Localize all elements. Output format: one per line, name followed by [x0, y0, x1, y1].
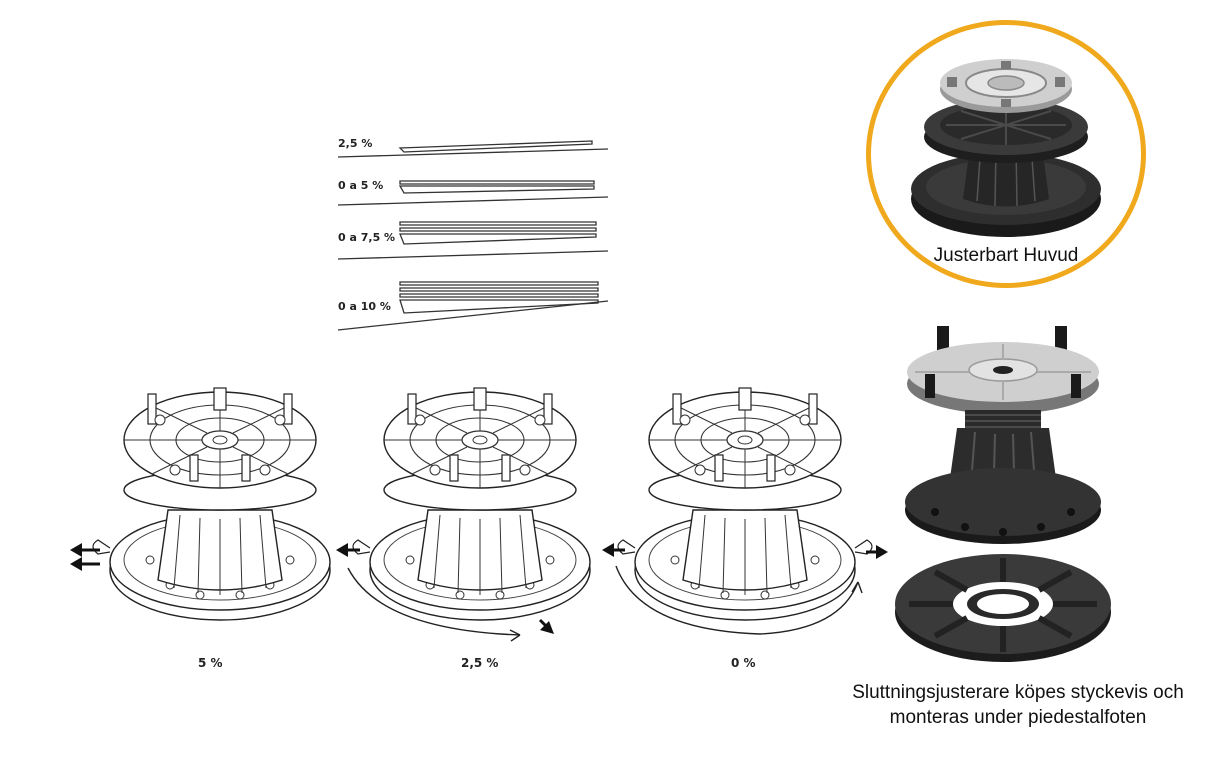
- slope-label-1: 2,5 %: [338, 137, 373, 150]
- pedestal-0-drawing: [617, 387, 873, 621]
- adjustable-head-image: [911, 59, 1101, 237]
- slope-label-2: 0 a 5 %: [338, 179, 384, 192]
- pedestal-5-drawing: [92, 387, 331, 621]
- product-caption: Sluttningsjusterare köpes styckevis och …: [812, 680, 1224, 730]
- slope-label-3: 0 a 7,5 %: [338, 231, 396, 244]
- slope-adjuster-product-image: [895, 326, 1111, 662]
- pedestal-2-5-drawing: [352, 387, 591, 621]
- slope-lines: [337, 140, 609, 331]
- product-caption-line-1: Sluttningsjusterare köpes styckevis och: [852, 682, 1184, 703]
- arrow-icons: [70, 543, 888, 634]
- product-caption-line-2: monteras under piedestalfoten: [889, 707, 1147, 728]
- adjustable-head-caption: Justerbart Huvud: [933, 245, 1079, 266]
- slope-label-4: 0 a 10 %: [338, 300, 391, 313]
- pedestal-label-0: 0 %: [731, 656, 756, 670]
- slope-diagram: 2,5 % 0 a 5 % 0 a 7,5 % 0 a 10 %: [330, 125, 620, 345]
- pedestal-label-2-5: 2,5 %: [461, 656, 499, 670]
- adjustable-head-badge: Justerbart Huvud: [866, 20, 1146, 288]
- pedestal-label-5: 5 %: [198, 656, 223, 670]
- rotation-arrows: [347, 565, 863, 642]
